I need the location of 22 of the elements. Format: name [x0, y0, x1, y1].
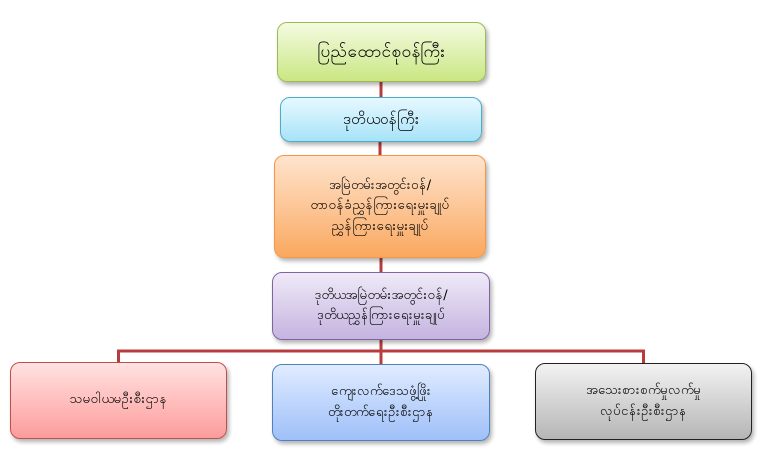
org-box	[280, 97, 482, 142]
box-text: တာဝန်ခံညွှန်ကြားရေးမှူးချုပ်	[310, 196, 450, 217]
org-box	[272, 272, 490, 340]
box-text: တိုးတက်ရေးဦးစီးဌာန	[328, 402, 434, 423]
connector-line	[380, 82, 382, 97]
org-box	[10, 362, 227, 439]
box-text: ဒုတိယဝန်ကြီး	[343, 108, 419, 132]
org-box	[535, 363, 752, 440]
box-text: ဒုတိယညွှန်ကြားရေးမှူးချုပ်	[317, 306, 445, 326]
org-box	[277, 22, 486, 82]
box-text: အမြဲတမ်းအတွင်းဝန်/	[328, 176, 432, 196]
box-text: သမဝါယမဦးစီးဌာန	[70, 390, 168, 411]
box-text: ညွှန်ကြားရေးမှူးချုပ်	[332, 216, 428, 237]
box-text: ပြည်ထောင်စုဝန်ကြီး	[318, 38, 446, 66]
org-box	[272, 364, 490, 441]
connector-line	[380, 258, 382, 272]
connector-line	[378, 142, 382, 155]
org-box	[274, 155, 486, 258]
box-text: အသေးစားစက်မှုလက်မှု	[586, 382, 701, 402]
box-text: လုပ်ငန်းဦးစီးဌာန	[600, 402, 687, 422]
box-text: ကျေးလက်ဒေသဖွံ့ဖြိုး	[331, 382, 431, 402]
box-text: ဒုတိယအမြဲတမ်းအတွင်းဝန်/	[314, 286, 448, 306]
